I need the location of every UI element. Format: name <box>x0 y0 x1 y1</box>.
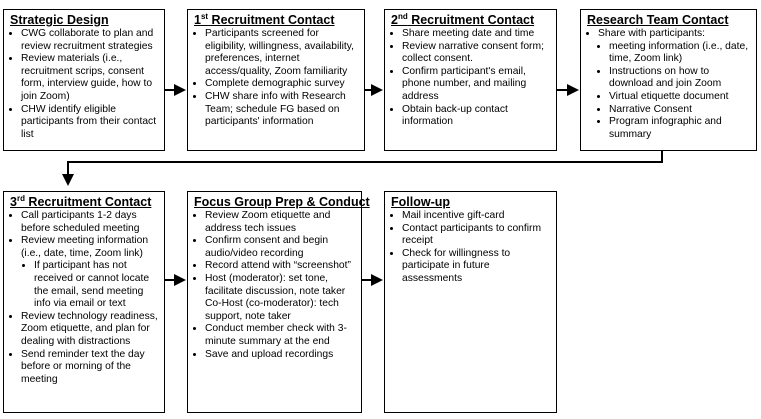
title-text: Recruitment Contact <box>24 195 152 209</box>
title-ordinal-suffix: st <box>200 12 209 21</box>
title-ordinal-suffix: nd <box>397 12 408 21</box>
second-recruitment-contact-list: Share meeting date and time Review narra… <box>391 28 551 129</box>
list-item: Review Zoom etiquette and address tech i… <box>205 210 356 235</box>
strategic-design-box: Strategic Design CWG collaborate to plan… <box>3 9 165 151</box>
list-item: Participants screened for eligibility, w… <box>205 28 359 78</box>
follow-up-box: Follow-up Mail incentive gift-card Conta… <box>384 191 557 413</box>
title-text: Recruitment Contact <box>407 13 535 27</box>
list-item: Check for willingness to participate in … <box>402 248 551 286</box>
list-item: Confirm consent and begin audio/video re… <box>205 235 356 260</box>
research-team-intro-list: Share with participants: <box>587 28 751 41</box>
third-recruitment-contact-sublist: If participant has not received or canno… <box>10 260 159 310</box>
list-item: Review technology readiness, Zoom etique… <box>21 311 159 349</box>
list-item: Obtain back-up contact information <box>402 104 551 129</box>
research-team-contact-box: Research Team Contact Share with partici… <box>580 9 757 151</box>
list-item: Confirm participant's email, phone numbe… <box>402 66 551 104</box>
list-item: CHW share info with Research Team; sched… <box>205 91 359 129</box>
title-text: Recruitment Contact <box>208 13 335 27</box>
second-recruitment-contact-title: 2nd Recruitment Contact <box>391 12 551 28</box>
list-item: Conduct member check with 3-minute summa… <box>205 323 356 348</box>
list-item: Host (moderator): set tone, facilitate d… <box>205 273 356 323</box>
focus-group-list: Review Zoom etiquette and address tech i… <box>194 210 356 361</box>
third-recruitment-contact-list-continued: Review technology readiness, Zoom etique… <box>10 311 159 387</box>
list-item: Instructions on how to download and join… <box>609 66 751 91</box>
first-recruitment-contact-box: 1st Recruitment Contact Participants scr… <box>187 9 365 151</box>
list-item: Program infographic and summary <box>609 116 751 141</box>
list-item: Send reminder text the day before or mor… <box>21 349 159 387</box>
title-ordinal-suffix: rd <box>16 194 25 203</box>
third-recruitment-contact-title: 3rd Recruitment Contact <box>10 194 159 210</box>
list-item: Review meeting information (i.e., date, … <box>21 235 159 260</box>
list-item: meeting information (i.e., date, time, Z… <box>609 41 751 66</box>
list-item: CWG collaborate to plan and review recru… <box>21 28 159 53</box>
arrow-research-to-third <box>62 151 663 186</box>
title-number: 1 <box>194 13 201 27</box>
list-item: Mail incentive gift-card <box>402 210 551 223</box>
list-item: Share with participants: <box>598 28 751 41</box>
follow-up-list: Mail incentive gift-card Contact partici… <box>391 210 551 286</box>
list-item: Contact participants to confirm receipt <box>402 223 551 248</box>
list-item: Record attend with “screenshot” <box>205 260 356 273</box>
research-team-contact-list: meeting information (i.e., date, time, Z… <box>587 41 751 142</box>
title-number: 2 <box>391 13 398 27</box>
list-item: Save and upload recordings <box>205 349 356 362</box>
list-item: Review materials (i.e., recruitment scri… <box>21 53 159 103</box>
second-recruitment-contact-box: 2nd Recruitment Contact Share meeting da… <box>384 9 557 151</box>
research-team-contact-title: Research Team Contact <box>587 13 729 27</box>
list-item: If participant has not received or canno… <box>34 260 159 310</box>
focus-group-box: Focus Group Prep & Conduct Review Zoom e… <box>187 191 370 413</box>
first-recruitment-contact-list: Participants screened for eligibility, w… <box>194 28 359 129</box>
follow-up-title: Follow-up <box>391 195 451 209</box>
first-recruitment-contact-title: 1st Recruitment Contact <box>194 12 359 28</box>
list-item: Virtual etiquette document <box>609 91 751 104</box>
focus-group-title: Focus Group Prep & Conduct <box>194 195 370 209</box>
third-recruitment-contact-box: 3rd Recruitment Contact Call participant… <box>3 191 165 413</box>
strategic-design-list: CWG collaborate to plan and review recru… <box>10 28 159 141</box>
list-item: Complete demographic survey <box>205 78 359 91</box>
title-number: 3 <box>10 195 17 209</box>
list-item: Narrative Consent <box>609 104 751 117</box>
list-item: Share meeting date and time <box>402 28 551 41</box>
third-recruitment-contact-list: Call participants 1-2 days before schedu… <box>10 210 159 260</box>
list-item: Review narrative consent form; collect c… <box>402 41 551 66</box>
list-item: CHW identify eligible participants from … <box>21 104 159 142</box>
list-item: Call participants 1-2 days before schedu… <box>21 210 159 235</box>
strategic-design-title: Strategic Design <box>10 13 109 27</box>
